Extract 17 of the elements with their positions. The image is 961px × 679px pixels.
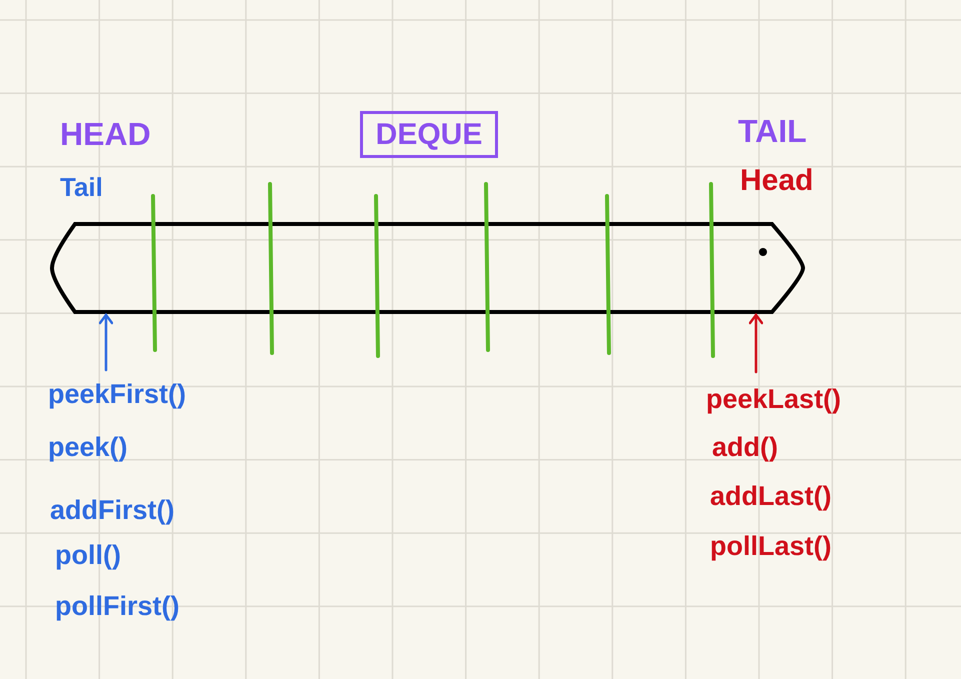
method-label: pollFirst() — [55, 593, 180, 620]
end-label: TAIL — [738, 115, 807, 147]
method-label: addLast() — [710, 483, 832, 510]
end-label: Tail — [60, 174, 103, 200]
method-label: addFirst() — [50, 497, 174, 524]
end-label: Head — [740, 166, 814, 196]
method-label: peekFirst() — [48, 381, 186, 408]
deque-tube — [50, 222, 805, 314]
method-label: add() — [712, 434, 778, 461]
method-label: peek() — [48, 434, 128, 461]
method-label: pollLast() — [710, 533, 832, 560]
end-label: HEAD — [60, 118, 151, 150]
title-box: DEQUE — [360, 111, 498, 158]
method-label: peekLast() — [706, 386, 842, 413]
arrow — [98, 314, 114, 372]
arrow — [748, 314, 764, 374]
method-label: poll() — [55, 542, 121, 569]
